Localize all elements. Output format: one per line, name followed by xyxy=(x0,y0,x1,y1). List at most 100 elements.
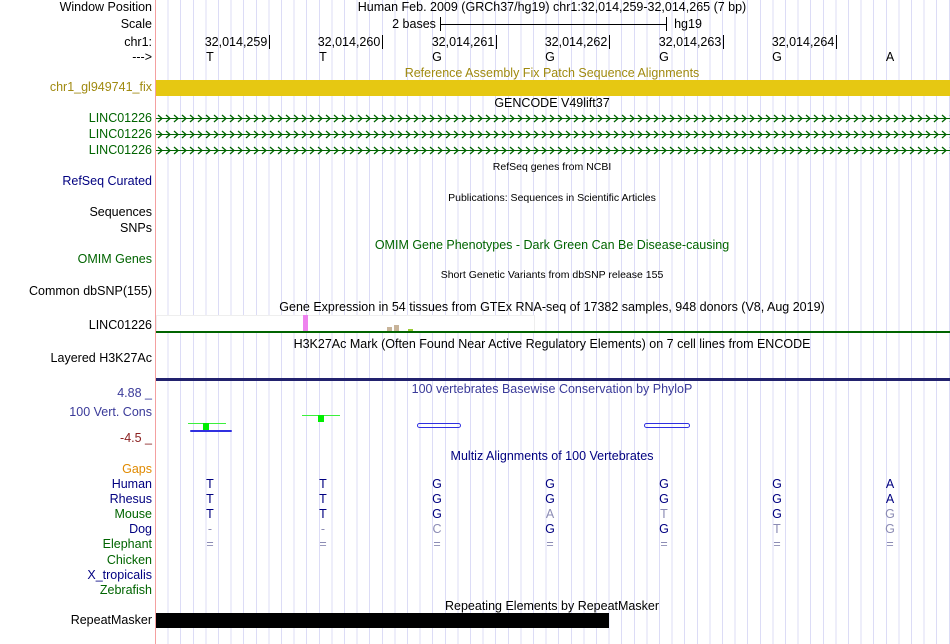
gaps-label[interactable]: Gaps xyxy=(122,462,152,476)
omim-label[interactable]: OMIM Genes xyxy=(77,252,152,266)
gtex-bar[interactable] xyxy=(303,315,308,331)
refseq-label[interactable]: RefSeq Curated xyxy=(62,174,152,188)
ruler-position: 32,014,262 xyxy=(544,35,608,49)
aligned-base: G xyxy=(545,492,555,507)
pubs-title[interactable]: Publications: Sequences in Scientific Ar… xyxy=(448,192,656,204)
aligned-base: T xyxy=(206,477,214,491)
phylop-label[interactable]: 100 Vert. Cons xyxy=(69,405,152,419)
label-separator xyxy=(155,0,156,644)
aligned-base: G xyxy=(885,522,895,537)
snps-label[interactable]: SNPs xyxy=(120,221,152,235)
aligned-base: T xyxy=(319,507,327,522)
gene-label[interactable]: LINC01226 xyxy=(88,143,152,157)
scale-bar-left xyxy=(440,17,441,31)
h3k27ac-baseline xyxy=(156,378,950,381)
aligned-base: = xyxy=(319,537,327,552)
multiz-title[interactable]: Multiz Alignments of 100 Vertebrates xyxy=(450,449,654,463)
species-label[interactable]: Chicken xyxy=(106,552,152,567)
phylop-bar xyxy=(318,415,324,422)
aligned-base: G xyxy=(772,477,782,491)
aligned-base: = xyxy=(546,537,554,552)
aligned-base: A xyxy=(545,507,555,522)
ruler-position: 32,014,263 xyxy=(658,35,722,49)
ruler-tick xyxy=(382,35,383,49)
strand-label: ---> xyxy=(132,50,152,64)
h3k27ac-title[interactable]: H3K27Ac Mark (Often Found Near Active Re… xyxy=(293,337,811,351)
aligned-base: T xyxy=(206,507,214,522)
gene-label[interactable]: LINC01226 xyxy=(88,127,152,141)
aligned-base: G xyxy=(659,477,669,491)
fix-patch-bar[interactable] xyxy=(156,80,950,96)
repeatmasker-title[interactable]: Repeating Elements by RepeatMasker xyxy=(444,599,660,613)
phylop-bar xyxy=(417,423,461,428)
gene-label[interactable]: LINC01226 xyxy=(88,111,152,125)
gtex-bar[interactable] xyxy=(394,325,399,331)
aligned-base: - xyxy=(207,522,213,537)
gtex-title[interactable]: Gene Expression in 54 tissues from GTEx … xyxy=(279,300,825,314)
species-label[interactable]: Zebrafish xyxy=(99,582,152,597)
aligned-base: G xyxy=(659,492,669,507)
phylop-bar xyxy=(190,430,232,432)
ruler-position: 32,014,259 xyxy=(204,35,268,49)
fix-track-label[interactable]: chr1_gl949741_fix xyxy=(49,80,152,94)
aligned-base: G xyxy=(545,522,555,537)
scale-assembly: hg19 xyxy=(674,17,702,31)
aligned-base: G xyxy=(432,492,442,507)
species-label[interactable]: X_tropicalis xyxy=(87,567,152,582)
aligned-base: T xyxy=(319,477,327,491)
phylop-title[interactable]: 100 vertebrates Basewise Conservation by… xyxy=(411,382,693,396)
dbsnp-label[interactable]: Common dbSNP(155) xyxy=(29,284,152,298)
aligned-base: G xyxy=(885,507,895,522)
aligned-base: T xyxy=(660,507,668,522)
species-label[interactable]: Mouse xyxy=(114,507,152,522)
refseq-title[interactable]: RefSeq genes from NCBI xyxy=(492,161,612,173)
aligned-base: = xyxy=(206,537,214,552)
fix-track-title[interactable]: Reference Assembly Fix Patch Sequence Al… xyxy=(404,66,700,80)
aligned-base: T xyxy=(773,522,781,537)
repeat-element-bar[interactable] xyxy=(156,613,609,628)
species-label[interactable]: Rhesus xyxy=(109,492,152,507)
base: G xyxy=(659,50,669,64)
base: T xyxy=(206,50,214,64)
ruler-tick xyxy=(269,35,270,49)
scale-bar-right xyxy=(666,17,667,31)
species-label[interactable]: Elephant xyxy=(102,537,152,552)
aligned-base: A xyxy=(885,492,895,507)
ruler-tick xyxy=(723,35,724,49)
gene-line[interactable] xyxy=(156,146,950,155)
aligned-base: = xyxy=(886,537,894,552)
scale-bar xyxy=(440,24,666,25)
species-label[interactable]: Human xyxy=(111,477,152,491)
ruler-position: 32,014,260 xyxy=(317,35,381,49)
gencode-title[interactable]: GENCODE V49lift37 xyxy=(494,96,610,110)
gtex-label[interactable]: LINC01226 xyxy=(88,318,152,332)
aligned-base: C xyxy=(432,522,442,537)
phylop-bar xyxy=(644,423,690,428)
aligned-base: G xyxy=(432,507,442,522)
repeatmasker-label[interactable]: RepeatMasker xyxy=(70,613,152,627)
base: G xyxy=(772,50,782,64)
ruler-position: 32,014,264 xyxy=(771,35,835,49)
gtex-baseline xyxy=(156,331,950,333)
ruler-tick xyxy=(609,35,610,49)
aligned-base: = xyxy=(433,537,441,552)
gene-line[interactable] xyxy=(156,130,950,139)
aligned-base: = xyxy=(660,537,668,552)
gtex-bar[interactable] xyxy=(387,327,392,331)
aligned-base: = xyxy=(773,537,781,552)
gene-line[interactable] xyxy=(156,114,950,123)
pubs-label[interactable]: Sequences xyxy=(89,205,152,219)
aligned-base: A xyxy=(885,477,895,491)
window-position-label: Window Position xyxy=(59,0,152,14)
h3k27ac-label[interactable]: Layered H3K27Ac xyxy=(50,351,152,365)
base: T xyxy=(319,50,327,64)
species-label[interactable]: Dog xyxy=(129,522,152,537)
aligned-base: G xyxy=(659,522,669,537)
gtex-bar[interactable] xyxy=(408,329,413,331)
omim-title[interactable]: OMIM Gene Phenotypes - Dark Green Can Be… xyxy=(374,238,730,252)
phylop-max: 4.88 _ xyxy=(117,386,152,400)
window-position: Human Feb. 2009 (GRCh37/hg19) chr1:32,01… xyxy=(357,0,747,14)
ruler-tick xyxy=(836,35,837,49)
dbsnp-title[interactable]: Short Genetic Variants from dbSNP releas… xyxy=(440,269,664,281)
phylop-min: -4.5 _ xyxy=(120,431,152,445)
